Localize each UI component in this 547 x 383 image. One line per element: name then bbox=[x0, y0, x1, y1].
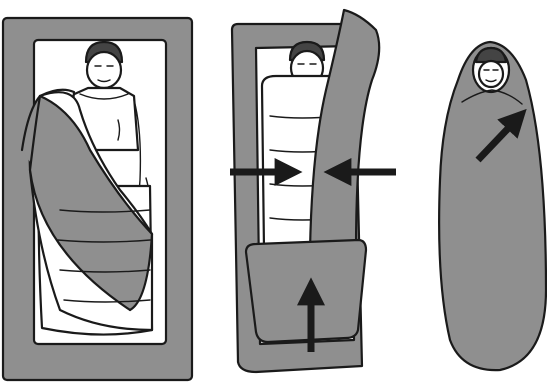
panel-step-3 bbox=[439, 42, 546, 370]
panel-step-1 bbox=[3, 18, 192, 380]
panel-step-2 bbox=[230, 10, 396, 372]
foot-section bbox=[246, 240, 366, 342]
wrapped-person-icon bbox=[439, 42, 546, 370]
